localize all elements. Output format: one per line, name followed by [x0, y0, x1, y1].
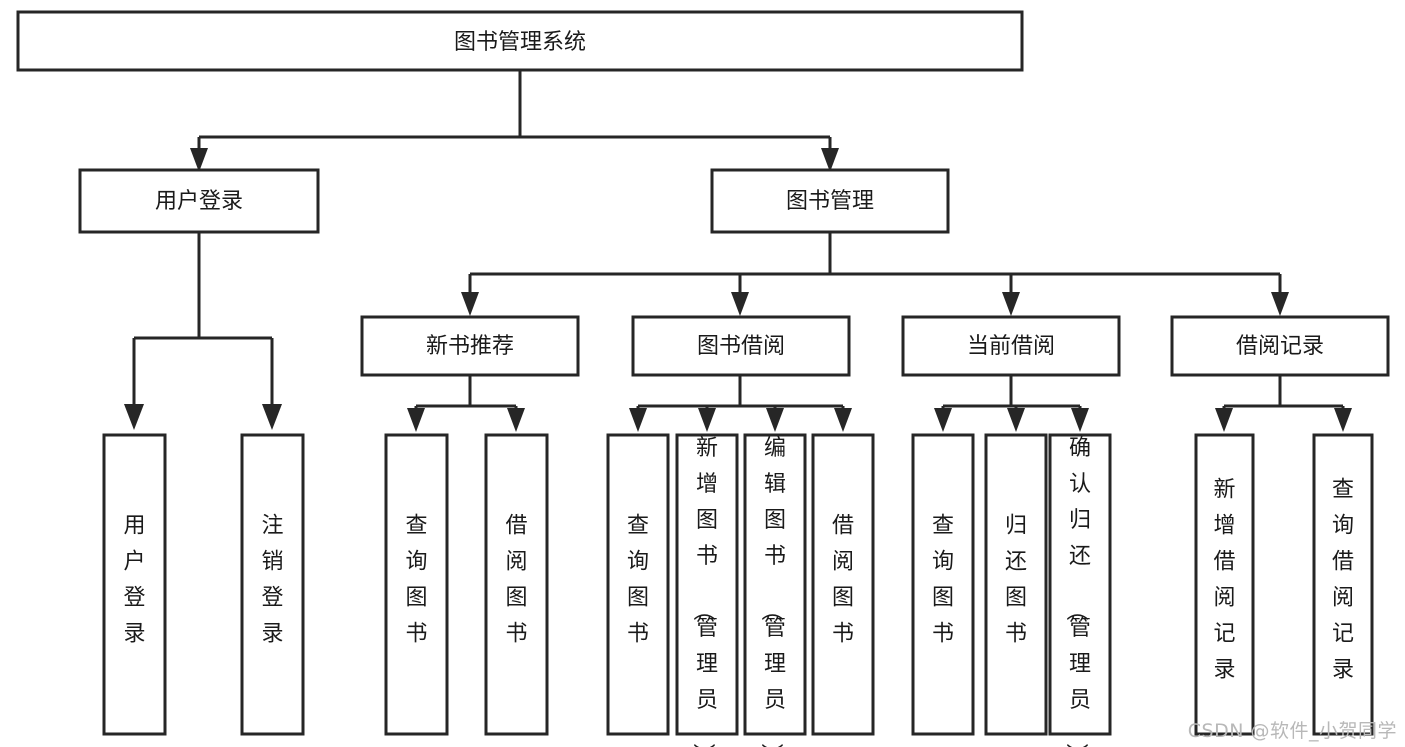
arrow-to-leaf-borrow-book-rec	[507, 408, 525, 432]
leaf-query-book-current-label: 查询图书	[932, 514, 954, 647]
leaf-edit-book[interactable]: 编辑图书（管理员）	[743, 433, 807, 747]
arrow-to-leaf-borrow-book	[834, 408, 852, 432]
leaf-confirm-return-label: 确认归还（管理员）	[1063, 436, 1091, 747]
arrow-to-book-borrow	[731, 292, 749, 316]
leaf-query-book-borrow[interactable]: 查询图书	[606, 433, 670, 736]
arrow-to-leaf-edit-book	[766, 408, 784, 432]
leaf-borrow-book-rec-label: 借阅图书	[505, 514, 527, 647]
edge-userlogin-to-leaves	[132, 232, 274, 404]
book-manage-box[interactable]	[710, 168, 950, 234]
arrow-to-leaf-query-book-current	[934, 408, 952, 432]
leaf-confirm-return[interactable]: 确认归还（管理员）	[1048, 433, 1112, 747]
leaf-borrow-book-label: 借阅图书	[832, 514, 854, 647]
leaf-query-book-current[interactable]: 查询图书	[911, 433, 975, 736]
arrow-to-leaf-confirm-return	[1071, 408, 1089, 432]
arrow-to-leaf-query-record	[1334, 408, 1352, 432]
leaf-add-book-label: 新增图书（管理员）	[690, 436, 718, 747]
node-borrow-record[interactable]: 借阅记录	[1170, 315, 1390, 377]
arrow-to-borrow-record	[1271, 292, 1289, 316]
leaf-confirm-return-box[interactable]	[1048, 433, 1112, 736]
leaf-edit-book-label: 编辑图书（管理员）	[758, 436, 786, 747]
node-user-login[interactable]: 用户登录	[78, 168, 320, 234]
new-book-rec-label: 新书推荐	[426, 334, 514, 359]
leaf-query-book-borrow-label: 查询图书	[627, 514, 649, 647]
leaf-node-layer: 用户登录 注销登录 查询图书 借阅图书 查询图书 新增图书（管理员） 编辑图书（管理员） 借阅…	[102, 433, 1374, 747]
arrow-to-current-borrow	[1002, 292, 1020, 316]
book-borrow-box[interactable]	[631, 315, 851, 377]
leaf-return-book-box[interactable]	[984, 433, 1048, 736]
leaf-query-record-box[interactable]	[1312, 433, 1374, 736]
edge-bookmanage-to-level3-bus	[468, 232, 1282, 300]
borrow-record-box[interactable]	[1170, 315, 1390, 377]
root-label: 图书管理系统	[454, 30, 586, 55]
leaf-query-book-rec-label: 查询图书	[405, 514, 427, 647]
connector-group	[124, 70, 1352, 432]
new-book-rec-box[interactable]	[360, 315, 580, 377]
arrow-to-book-manage	[821, 148, 839, 172]
leaf-logout[interactable]: 注销登录	[240, 433, 305, 736]
leaf-edit-book-box[interactable]	[743, 433, 807, 736]
leaf-borrow-book-box[interactable]	[811, 433, 875, 736]
book-borrow-label: 图书借阅	[697, 334, 785, 359]
edge-newbookrec-to-leaves	[414, 375, 518, 414]
user-login-box[interactable]	[78, 168, 320, 234]
leaf-query-book-borrow-box[interactable]	[606, 433, 670, 736]
leaf-query-book-rec[interactable]: 查询图书	[384, 433, 449, 736]
leaf-borrow-book-rec[interactable]: 借阅图书	[484, 433, 549, 736]
node-new-book-rec[interactable]: 新书推荐	[360, 315, 580, 377]
arrow-to-leaf-add-book	[698, 408, 716, 432]
leaf-user-login[interactable]: 用户登录	[102, 433, 167, 736]
leaf-add-book[interactable]: 新增图书（管理员）	[675, 433, 739, 747]
node-book-manage[interactable]: 图书管理	[710, 168, 950, 234]
arrow-to-leaf-user-login	[124, 404, 144, 430]
arrow-to-leaf-return-book	[1007, 408, 1025, 432]
leaf-add-book-box[interactable]	[675, 433, 739, 736]
book-manage-label: 图书管理	[786, 189, 874, 214]
leaf-user-login-box[interactable]	[102, 433, 167, 736]
arrow-to-leaf-query-book-borrow	[629, 408, 647, 432]
user-login-label: 用户登录	[155, 189, 243, 214]
arrow-to-leaf-logout	[262, 404, 282, 430]
leaf-query-record[interactable]: 查询借阅记录	[1312, 433, 1374, 736]
leaf-return-book-label: 归还图书	[1005, 514, 1027, 647]
node-current-borrow[interactable]: 当前借阅	[901, 315, 1121, 377]
edge-root-to-level2-bus	[197, 70, 832, 158]
leaf-borrow-book-rec-box[interactable]	[484, 433, 549, 736]
arrow-to-user-login	[190, 148, 208, 172]
leaf-return-book[interactable]: 归还图书	[984, 433, 1048, 736]
current-borrow-box[interactable]	[901, 315, 1121, 377]
leaf-query-record-label: 查询借阅记录	[1332, 478, 1354, 683]
leaf-borrow-book[interactable]: 借阅图书	[811, 433, 875, 736]
root-box[interactable]	[16, 10, 1024, 72]
edge-borrowrecord-to-leaves	[1222, 375, 1345, 414]
leaf-add-record-label: 新增借阅记录	[1213, 478, 1235, 683]
node-root[interactable]: 图书管理系统	[16, 10, 1024, 72]
leaf-query-book-rec-box[interactable]	[384, 433, 449, 736]
arrow-to-new-book-rec	[461, 292, 479, 316]
borrow-record-label: 借阅记录	[1236, 334, 1324, 359]
arrow-to-leaf-add-record	[1215, 408, 1233, 432]
edge-bookborrow-to-leaves	[636, 375, 845, 414]
leaf-add-record[interactable]: 新增借阅记录	[1194, 433, 1255, 736]
current-borrow-label: 当前借阅	[967, 334, 1055, 359]
arrow-to-leaf-query-book-rec	[407, 408, 425, 432]
node-book-borrow[interactable]: 图书借阅	[631, 315, 851, 377]
leaf-add-record-box[interactable]	[1194, 433, 1255, 736]
leaf-logout-box[interactable]	[240, 433, 305, 736]
leaf-user-login-label: 用户登录	[123, 514, 145, 647]
leaf-query-book-current-box[interactable]	[911, 433, 975, 736]
leaf-logout-label: 注销登录	[261, 514, 283, 647]
